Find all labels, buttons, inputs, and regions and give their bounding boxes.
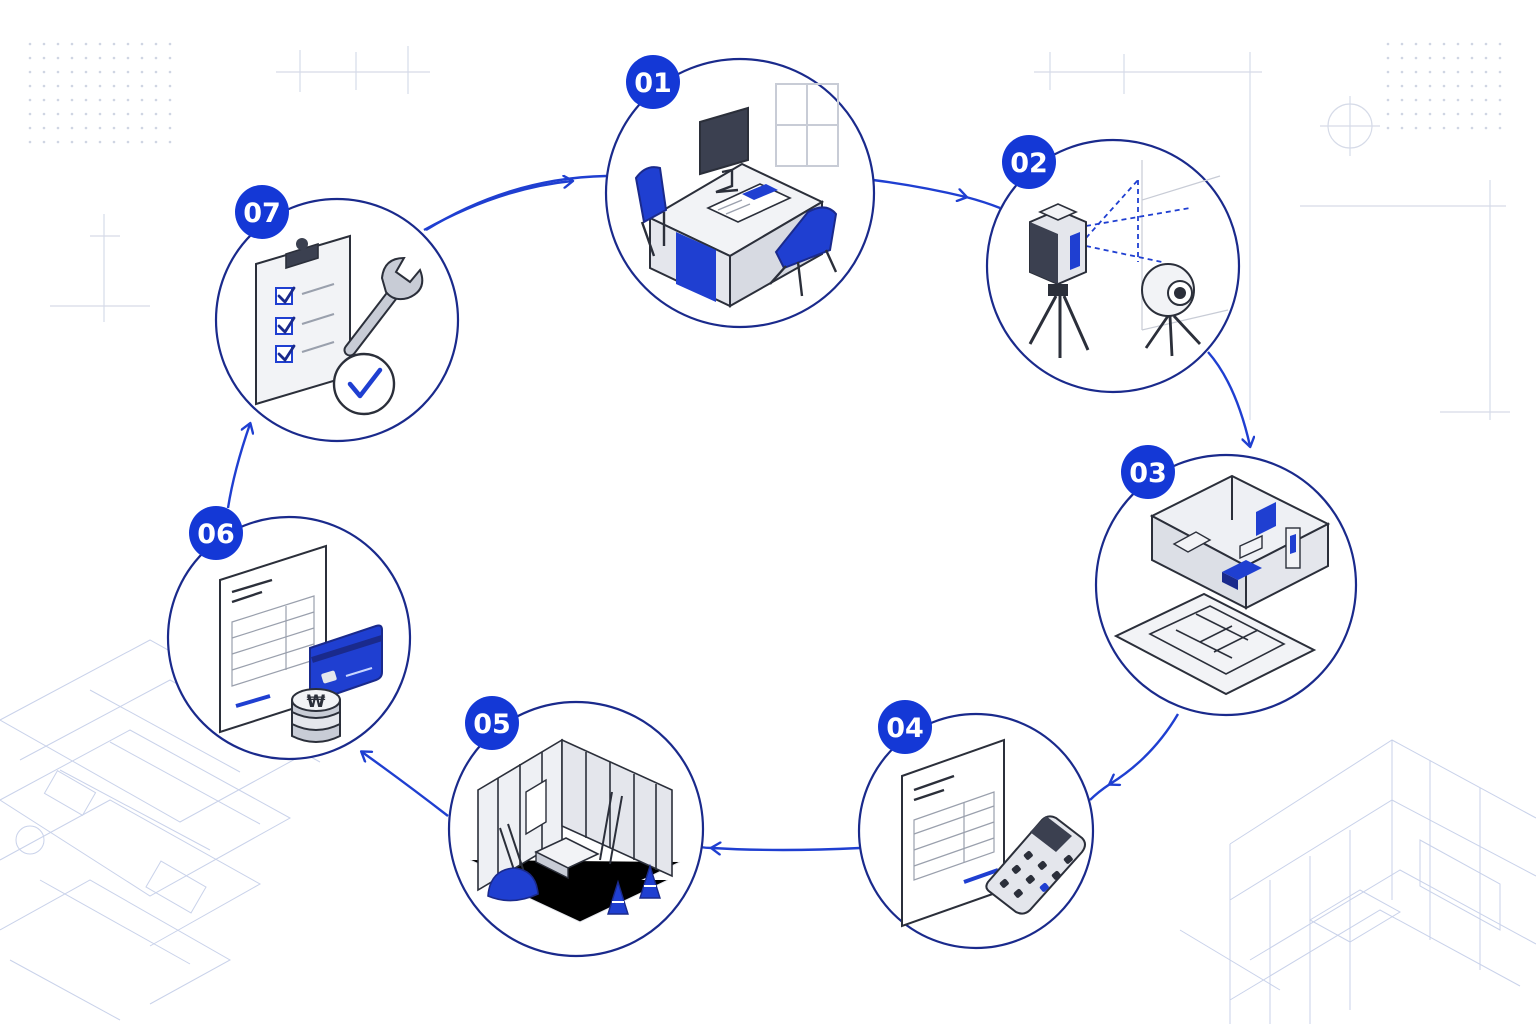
step-05-badge: [465, 696, 519, 750]
step-05: 05: [447, 696, 705, 958]
step-07-badge: [235, 185, 289, 239]
step-05-number: 05: [473, 709, 511, 740]
step-03: 03: [1094, 445, 1358, 717]
arrow-05-to-06: [362, 752, 449, 817]
background-decoration: [0, 34, 1536, 1024]
office-desk-consultation-icon: [634, 83, 839, 308]
step-06: ₩ 06: [166, 506, 412, 761]
step-01: 01: [604, 55, 876, 329]
arrow-03-to-04-tail: [1089, 783, 1111, 801]
step-02-number: 02: [1010, 148, 1048, 179]
invoice-card-coins-payment-icon: ₩: [219, 544, 383, 743]
dot-grid-top-right: [1386, 34, 1502, 130]
step-06-badge: [189, 506, 243, 560]
arrow-04-to-05: [712, 848, 861, 850]
step-04: 04: [857, 700, 1095, 950]
dot-grid-top-left: [20, 34, 180, 144]
estimate-calculator-icon: [901, 738, 1086, 928]
step-07: 07: [214, 185, 460, 443]
arrow-01-to-02-tail: [965, 195, 1001, 210]
step-04-number: 04: [886, 713, 924, 744]
arrow-07-to-01: [423, 181, 572, 232]
arrow-03-to-04: [1110, 713, 1180, 784]
arrow-02-to-03: [1207, 351, 1250, 446]
won-currency-symbol: ₩: [307, 692, 326, 712]
crosshair-marks: [50, 46, 1510, 420]
laser-scanner-camera-icon: [1028, 160, 1229, 358]
construction-framing-site-icon: [469, 738, 681, 923]
arrow-07-to-01-tail: [425, 174, 607, 232]
blueprint-floorplan-bottom-left: [0, 639, 332, 1021]
step-03-number: 03: [1129, 458, 1167, 489]
step-01-badge: [626, 55, 680, 109]
step-02-circle: [985, 138, 1241, 394]
step-04-badge: [878, 700, 932, 754]
checklist-wrench-inspection-icon: [255, 234, 424, 416]
wireframe-building-bottom-right: [1179, 739, 1536, 1024]
step-01-number: 01: [634, 68, 672, 99]
arrow-01-to-02: [872, 178, 966, 197]
arrow-06-to-07: [226, 424, 250, 509]
3d-floor-plan-model-icon: [1113, 474, 1331, 696]
step-02: 02: [985, 135, 1241, 394]
step-07-number: 07: [243, 198, 281, 229]
step-03-badge: [1121, 445, 1175, 499]
step-06-number: 06: [197, 519, 235, 550]
step-02-badge: [1002, 135, 1056, 189]
